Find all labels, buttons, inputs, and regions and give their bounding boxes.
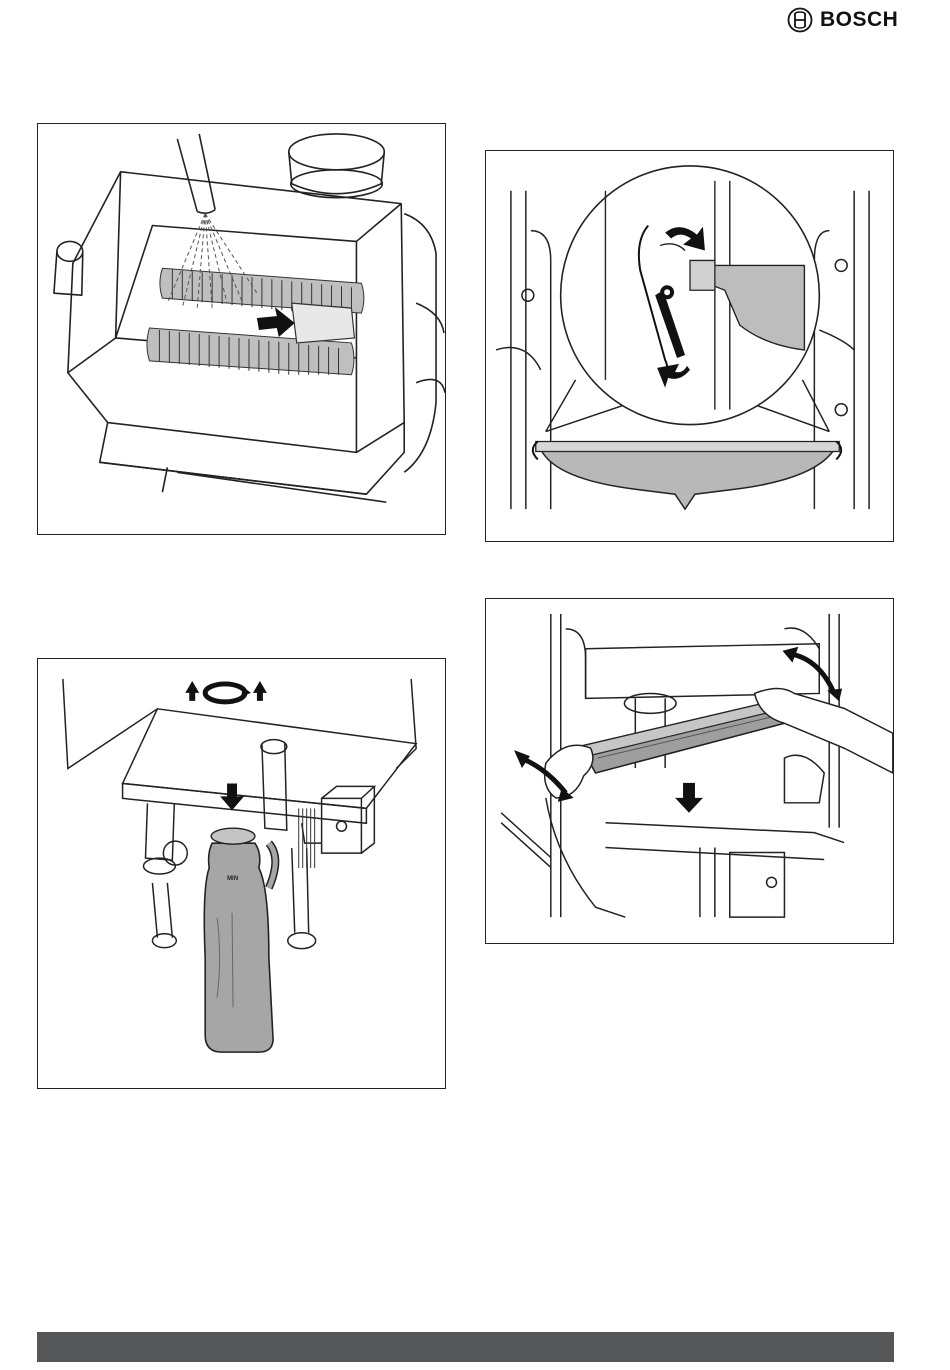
siphon-min-label: MIN bbox=[227, 876, 238, 882]
condensate-tray-clip-release-illustration bbox=[486, 151, 893, 541]
heat-exchanger-flushing-illustration bbox=[38, 124, 445, 534]
figure-tray-removal bbox=[485, 598, 894, 944]
siphon-removal-illustration: MIN bbox=[38, 659, 445, 1088]
footer-bar bbox=[37, 1332, 894, 1362]
figure-siphon-removal: MIN bbox=[37, 658, 446, 1089]
figure-heat-exchanger-flush bbox=[37, 123, 446, 535]
condensate-tray-removal-illustration bbox=[486, 599, 893, 943]
bosch-logo: BOSCH bbox=[787, 6, 898, 34]
brand-name: BOSCH bbox=[820, 8, 898, 32]
bosch-armature-icon bbox=[787, 7, 813, 33]
figure-clip-release bbox=[485, 150, 894, 542]
